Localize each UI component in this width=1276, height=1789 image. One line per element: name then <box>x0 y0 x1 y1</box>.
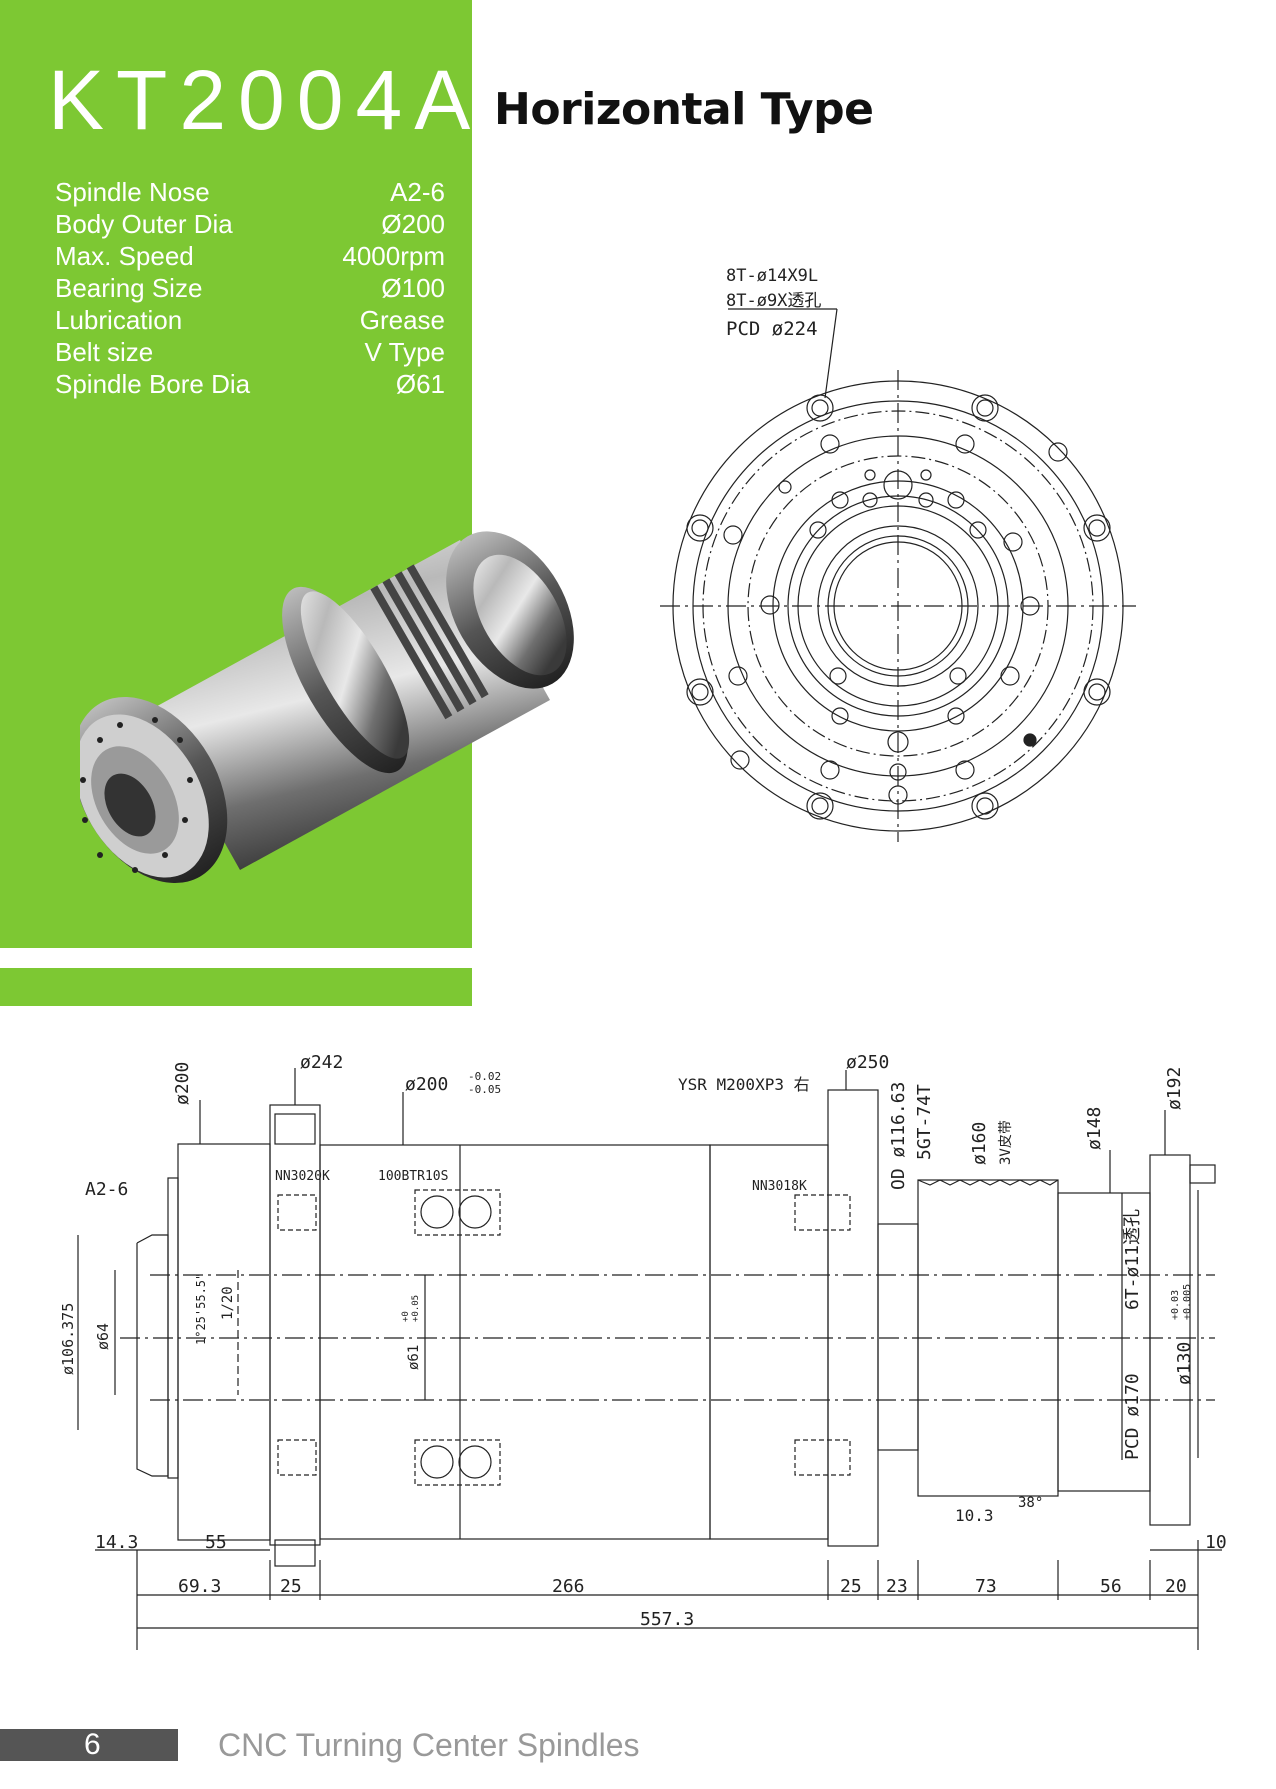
spec-value: 4000rpm <box>342 241 445 271</box>
spec-row: Body Outer Dia Ø200 <box>55 208 445 240</box>
spec-row: Belt size V Type <box>55 336 445 368</box>
spec-list: Spindle Nose A2-6 Body Outer Dia Ø200 Max.… <box>55 176 445 400</box>
dim-10: 10 <box>1205 1532 1227 1553</box>
holes-6t: 6T-ø11透孔 <box>1122 1209 1143 1310</box>
belt-type: 3V皮带 <box>998 1120 1014 1165</box>
dim-tol-lower: -0.05 <box>468 1083 501 1096</box>
bearing-btr: 100BTR10S <box>378 1169 448 1184</box>
spec-label: Spindle Nose <box>55 177 210 207</box>
dim-d148: ø148 <box>1084 1107 1105 1150</box>
bearing-nn3020k: NN3020K <box>275 1169 330 1184</box>
ysr-label: YSR M200XP3 右 <box>678 1075 810 1094</box>
dim-55: 55 <box>205 1532 227 1553</box>
side-view <box>77 1068 1222 1650</box>
spec-row: Max. Speed 4000rpm <box>55 240 445 272</box>
spec-label: Lubrication <box>55 305 183 335</box>
dim-d61-tol-b: +0.05 <box>411 1295 421 1322</box>
dim-d160: ø160 <box>969 1122 990 1165</box>
dim-266: 266 <box>552 1576 585 1597</box>
belt-teeth: 5GT-74T <box>914 1084 935 1160</box>
label-a26: A2-6 <box>85 1179 128 1200</box>
spec-label: Bearing Size <box>55 273 203 303</box>
spec-value: Grease <box>359 305 445 335</box>
dim-69-3: 69.3 <box>178 1576 221 1597</box>
dim-tol-upper: -0.02 <box>468 1070 501 1083</box>
dim-56: 56 <box>1100 1576 1122 1597</box>
green-accent-strip <box>0 968 472 1006</box>
dim-w103: 10.3 <box>955 1506 994 1525</box>
dim-20: 20 <box>1165 1576 1187 1597</box>
front-label-holes1: 8T-ø14X9L <box>726 266 818 286</box>
dim-d130: ø130 <box>1174 1342 1195 1385</box>
dim-d200: ø200 <box>172 1062 193 1105</box>
spec-value: Ø100 <box>381 273 445 303</box>
front-label-pcd: PCD ø224 <box>726 318 818 340</box>
taper-ratio: 1/20 <box>220 1286 236 1320</box>
spec-row: Bearing Size Ø100 <box>55 272 445 304</box>
dim-d130-tol-b: +0.005 <box>1182 1284 1193 1320</box>
spec-value: Ø61 <box>395 369 445 399</box>
front-label-holes2: 8T-ø9X透孔 <box>726 291 821 311</box>
spec-value: A2-6 <box>390 177 445 207</box>
dim-25a: 25 <box>280 1576 302 1597</box>
dim-23: 23 <box>886 1576 908 1597</box>
type-title: Horizontal Type <box>494 84 874 135</box>
spec-value: V Type <box>364 337 445 367</box>
spec-label: Body Outer Dia <box>55 209 233 239</box>
spec-value: Ø200 <box>381 209 445 239</box>
dim-d61-tol-a: +0 <box>401 1311 411 1322</box>
model-number: KT2004A <box>48 53 483 147</box>
bearing-nn3018k: NN3018K <box>752 1179 807 1194</box>
dim-d130-tol-a: +0.03 <box>1170 1290 1181 1320</box>
dim-25b: 25 <box>840 1576 862 1597</box>
dim-14-3: 14.3 <box>95 1532 138 1553</box>
spec-row: Lubrication Grease <box>55 304 445 336</box>
dim-557-3: 557.3 <box>640 1609 694 1630</box>
dim-d64: ø64 <box>94 1323 112 1350</box>
dim-d106: ø106.375 <box>59 1303 77 1375</box>
dim-d192: ø192 <box>1164 1067 1185 1110</box>
dim-d200-tol: ø200 <box>405 1074 448 1095</box>
pcd-170: PCD ø170 <box>1122 1373 1143 1460</box>
spec-row: Spindle Nose A2-6 <box>55 176 445 208</box>
spec-label: Max. Speed <box>55 241 194 271</box>
dim-od: OD ø116.63 <box>888 1082 909 1190</box>
spec-label: Spindle Bore Dia <box>55 369 251 399</box>
spec-row: Spindle Bore Dia Ø61 <box>55 368 445 400</box>
page-number: 6 <box>84 1728 101 1761</box>
dim-d242: ø242 <box>300 1052 343 1073</box>
dim-73: 73 <box>975 1576 997 1597</box>
footer-title: CNC Turning Center Spindles <box>218 1727 640 1763</box>
spec-label: Belt size <box>55 337 154 367</box>
footer-bar <box>0 1729 178 1761</box>
spindle-product-image <box>80 531 574 884</box>
taper-angle: 1°25'55.5" <box>194 1273 208 1345</box>
dim-d250: ø250 <box>846 1052 889 1073</box>
dim-angle38: 38° <box>1018 1495 1043 1511</box>
dim-d61: ø61 <box>406 1345 422 1370</box>
front-view <box>660 308 1136 842</box>
